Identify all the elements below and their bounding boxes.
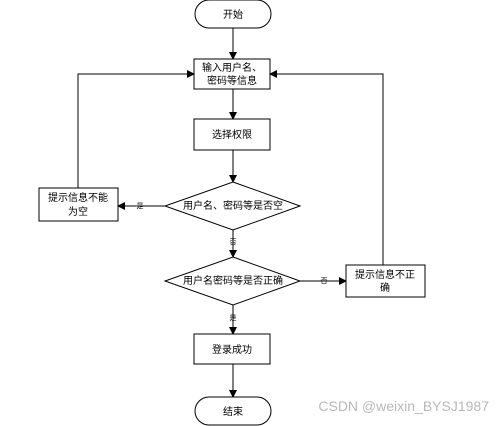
start-label: 开始 [223, 8, 243, 21]
select-role-node: 选择权限 [193, 118, 271, 151]
watermark: CSDN @weixin_BYSJ1987 [318, 398, 489, 414]
msg-empty-node: 提示信息不能 为空 [38, 187, 119, 222]
input-label-line2: 密码等信息 [207, 74, 257, 87]
input-node: 输入用户名、 密码等信息 [193, 58, 271, 90]
edge-correct-no-label: 否 [321, 277, 328, 285]
check-empty-label: 用户名、密码等是否空 [183, 199, 283, 212]
end-label: 结束 [223, 405, 243, 418]
msg-wrong-line1: 提示信息不正 [355, 268, 415, 281]
start-node: 开始 [194, 0, 272, 29]
edge-msg-wrong-back [269, 70, 384, 265]
select-role-label: 选择权限 [212, 128, 252, 141]
edge-msg-empty-back [77, 70, 195, 188]
edge-empty-no-label: 否 [230, 238, 237, 246]
edge-empty-yes-label: 是 [137, 202, 144, 210]
input-label-line1: 输入用户名、 [202, 61, 262, 74]
msg-empty-line1: 提示信息不能 [48, 191, 108, 204]
check-empty-decision: 用户名、密码等是否空 [163, 181, 302, 231]
login-success-node: 登录成功 [193, 333, 271, 365]
login-success-label: 登录成功 [212, 343, 252, 356]
msg-wrong-line2: 确 [380, 281, 390, 294]
edge-correct-yes-label: 是 [230, 314, 237, 322]
check-correct-decision: 用户名密码等是否正确 [163, 256, 302, 306]
msg-empty-line2: 为空 [68, 205, 88, 218]
msg-wrong-node: 提示信息不正 确 [345, 264, 426, 298]
check-correct-label: 用户名密码等是否正确 [183, 274, 283, 287]
end-node: 结束 [194, 396, 272, 426]
